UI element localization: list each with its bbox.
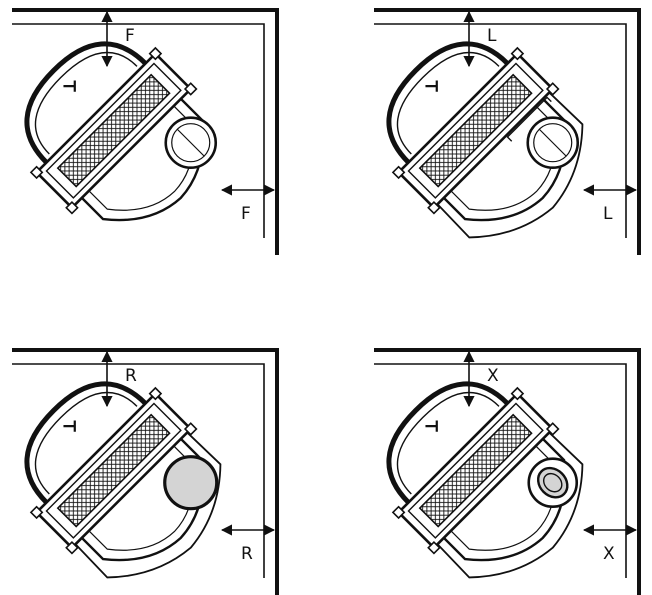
flue-bracket <box>506 96 552 142</box>
panel-bottom-left: RR <box>12 348 279 595</box>
door-frame-inner <box>407 402 544 539</box>
frame-corner-1 <box>183 422 198 436</box>
panel-bottom-right: XX <box>374 348 641 595</box>
heat-shield <box>406 401 584 579</box>
frame-corner-0 <box>510 386 525 401</box>
front-plate <box>24 381 148 505</box>
frame-corner-0 <box>148 46 163 61</box>
wall-outer <box>12 348 279 595</box>
heat-shield <box>44 401 222 579</box>
top-clearance-label: L <box>487 26 497 46</box>
wall-outer <box>374 348 641 595</box>
frame-corner-3 <box>427 200 441 215</box>
frame-corner-3 <box>427 540 441 555</box>
glass-mesh <box>56 73 171 188</box>
glass-mesh <box>418 73 533 188</box>
front-plate <box>386 381 510 505</box>
stove <box>24 41 218 222</box>
flue-closed-disc <box>163 455 219 511</box>
frame-corner-0 <box>148 386 163 401</box>
frame-corner-1 <box>183 82 198 96</box>
side-clearance-label: L <box>603 204 613 224</box>
frame-corner-1 <box>545 422 560 436</box>
side-clearance-label: R <box>241 544 253 564</box>
flue-concentric-inner <box>542 472 563 493</box>
front-plate-inner <box>396 391 500 495</box>
front-plate-inner <box>34 51 138 155</box>
door-handle <box>425 80 438 92</box>
wall-inner-line <box>374 363 627 578</box>
door-frame-inner <box>407 62 544 199</box>
frame-corner-2 <box>29 505 44 520</box>
door-handle <box>425 420 438 432</box>
stove <box>386 381 584 579</box>
frame-corner-1 <box>545 82 560 96</box>
stove <box>24 381 222 579</box>
glass-mesh <box>418 413 533 528</box>
stove <box>386 41 584 239</box>
glass-mesh <box>56 413 171 528</box>
door-frame-inner <box>45 62 182 199</box>
front-plate <box>24 41 148 165</box>
side-clearance-label: X <box>603 544 615 564</box>
frame-corner-3 <box>65 540 79 555</box>
wall-outer <box>374 8 641 255</box>
front-plate <box>386 41 510 165</box>
flue-damper <box>176 128 205 157</box>
wall-inner-line <box>374 23 627 238</box>
door-frame-inner <box>45 402 182 539</box>
door-handle <box>63 80 76 92</box>
wall-outer <box>12 8 279 255</box>
panel-top-right: LL <box>374 8 641 255</box>
front-plate-inner <box>34 391 138 495</box>
top-clearance-label: F <box>125 26 135 46</box>
flue-damper <box>538 128 567 157</box>
frame-corner-2 <box>29 165 44 180</box>
heat-shield <box>406 61 584 239</box>
frame-corner-2 <box>391 165 406 180</box>
wall-inner-line <box>12 23 265 238</box>
door-handle <box>63 420 76 432</box>
frame-corner-0 <box>510 46 525 61</box>
top-clearance-label: R <box>125 366 137 386</box>
top-clearance-label: X <box>487 366 499 386</box>
front-plate-inner <box>396 51 500 155</box>
panel-top-left: FF <box>12 8 279 255</box>
frame-corner-3 <box>65 200 79 215</box>
side-clearance-label: F <box>241 204 251 224</box>
frame-corner-2 <box>391 505 406 520</box>
wall-inner-line <box>12 363 265 578</box>
